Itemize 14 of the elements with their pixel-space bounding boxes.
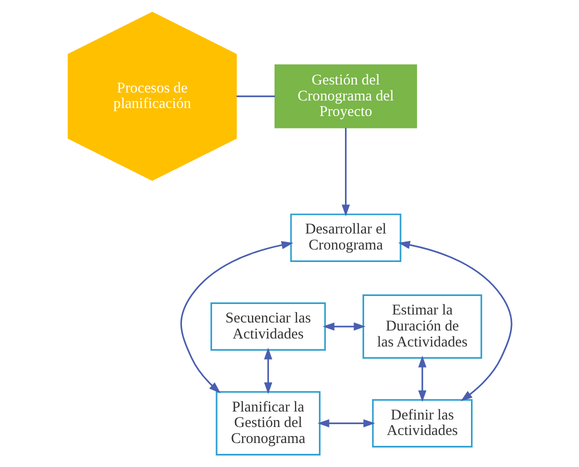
- node-box: Desarrollar el Cronograma: [290, 214, 401, 262]
- node-box: Gestión del Cronograma del Proyecto: [274, 64, 417, 128]
- node-box: Estimar la Duración de las Actividades: [362, 294, 482, 359]
- arrow: [322, 322, 365, 331]
- arrow: [418, 356, 426, 402]
- arrow: [264, 348, 272, 394]
- arrow: [317, 419, 375, 428]
- arrow: [398, 240, 512, 402]
- node-box: Secuenciar las Actividades: [210, 302, 326, 351]
- node-box: Definir las Actividades: [372, 399, 472, 448]
- connector: [236, 96, 274, 98]
- arrow: [341, 128, 350, 216]
- node-box: Planificar la Gestión del Cronograma: [215, 391, 320, 456]
- arrow: [180, 241, 293, 394]
